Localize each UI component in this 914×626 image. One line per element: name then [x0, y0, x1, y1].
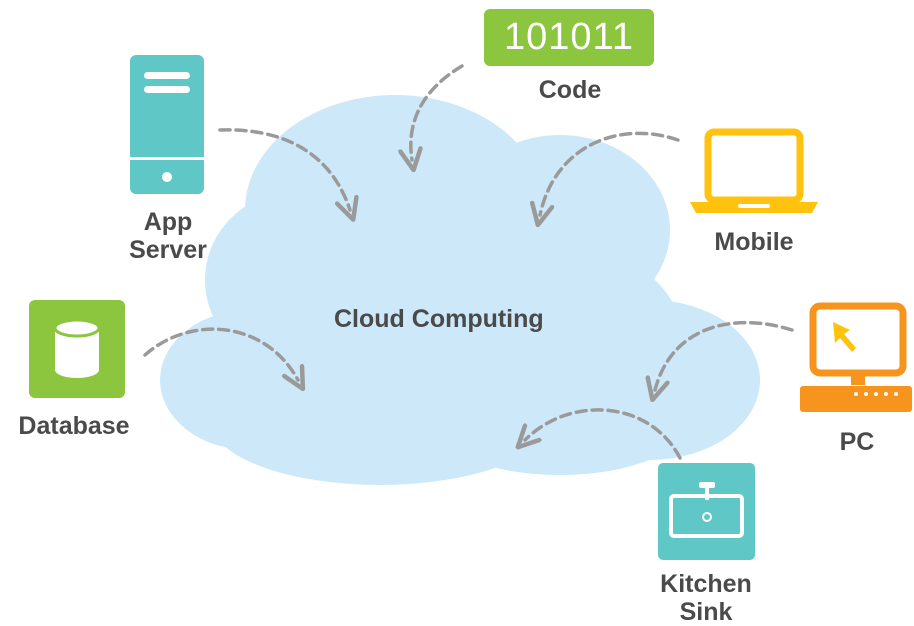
code-badge-text: 101011 [504, 16, 634, 58]
arrow-code-to-cloud [411, 64, 464, 160]
label-app-server-line1: App [143, 208, 193, 236]
label-pc: PC [839, 428, 875, 456]
database-icon [29, 300, 125, 398]
label-kitchen-sink-line1: Kitchen [660, 570, 752, 598]
label-code: Code [538, 76, 602, 104]
label-kitchen-sink-line2: Sink [679, 598, 733, 626]
cloud-title: Cloud Computing [334, 305, 544, 333]
server-icon [130, 55, 204, 194]
arrows [143, 64, 794, 460]
label-app-server-line2: Server [129, 236, 207, 264]
arrow-pc-to-cloud [655, 320, 794, 390]
arrow-mobile-to-cloud [540, 131, 680, 215]
label-database: Database [18, 412, 130, 440]
pc-icon [800, 302, 912, 412]
laptop-icon [690, 128, 818, 213]
label-mobile: Mobile [714, 228, 794, 256]
arrow-sink-to-cloud [525, 408, 682, 460]
code-badge: 101011 [484, 9, 654, 66]
cloud-shape [160, 95, 760, 485]
sink-icon [658, 463, 755, 560]
arrow-database-to-cloud [143, 327, 298, 380]
arrow-appserver-to-cloud [218, 128, 350, 210]
